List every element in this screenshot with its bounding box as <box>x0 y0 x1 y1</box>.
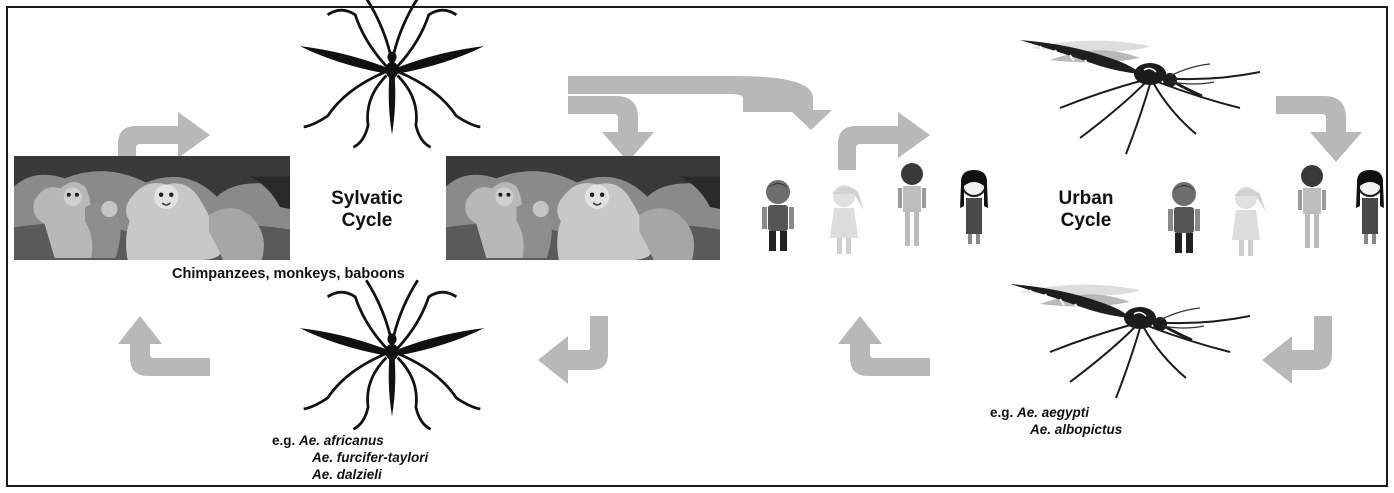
person-icon <box>1355 169 1385 245</box>
curved-arrow-icon <box>790 110 832 130</box>
monkey-photo <box>446 156 720 260</box>
curved-arrow-icon <box>1262 316 1332 384</box>
hosts-label: Chimpanzees, monkeys, baboons <box>172 266 405 282</box>
person-icon <box>1232 187 1266 256</box>
monkey-photo <box>14 156 290 260</box>
curved-arrow-icon <box>118 316 210 376</box>
aedes-mosquito-icon <box>1008 282 1252 400</box>
person-icon <box>898 163 926 246</box>
urban-vectors: e.g. Ae. aegypti Ae. albopictus <box>990 404 1122 438</box>
urban-cycle-label: Urban Cycle <box>1058 188 1114 231</box>
sylvatic-cycle-label: Sylvatic Cycle <box>331 188 403 231</box>
person-icon <box>830 185 864 254</box>
vector-line-2: Ae. albopictus <box>1030 422 1123 437</box>
monkey-photo-right <box>446 156 720 260</box>
vector-line-1: e.g. Ae. aegypti <box>990 405 1090 420</box>
person-icon <box>1298 165 1326 248</box>
person-icon <box>1168 182 1200 253</box>
vector-line-1: e.g. Ae. africanus <box>272 433 384 448</box>
curved-arrow-icon <box>538 316 608 384</box>
curved-arrow-icon <box>568 96 654 162</box>
monkey-photo-left <box>14 156 290 260</box>
curved-arrow-icon <box>838 316 930 376</box>
mosquito-icon <box>298 278 486 431</box>
mosquito-icon <box>298 0 486 149</box>
curved-arrow-icon <box>1276 96 1362 162</box>
curved-arrow-icon <box>838 112 930 170</box>
person-icon <box>762 180 794 251</box>
vector-line-2: Ae. furcifer-taylori <box>312 450 429 465</box>
person-icon <box>959 169 989 245</box>
sylvatic-vectors: e.g. Ae. africanus Ae. furcifer-taylori … <box>272 432 428 483</box>
aedes-mosquito-icon <box>1018 38 1262 156</box>
vector-line-3: Ae. dalzieli <box>312 467 382 482</box>
curved-arrow-icon <box>568 76 813 112</box>
